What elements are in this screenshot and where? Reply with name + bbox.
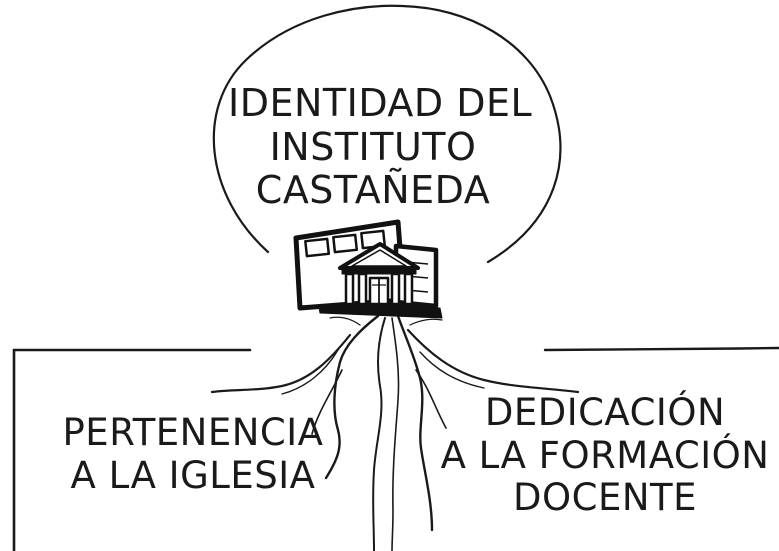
roots: [210, 314, 580, 551]
left-root-label-line-2: A LA IGLESIA: [70, 453, 316, 497]
ground-line-right: [543, 346, 779, 352]
right-root-label: DEDICACIÓN A LA FORMACIÓN DOCENTE: [440, 391, 770, 520]
school-building-icon: [293, 219, 443, 319]
right-root-label-line-2: A LA FORMACIÓN: [440, 433, 770, 477]
crown-outline: [212, 4, 562, 264]
left-root-label-line-1: PERTENENCIA: [62, 411, 324, 454]
crown-label-line-2: INSTITUTO: [269, 124, 477, 169]
crown-label-line-3: CASTAÑEDA: [255, 168, 491, 213]
right-root-label-line-1: DEDICACIÓN: [484, 391, 726, 434]
ground-line: [12, 348, 252, 551]
crown-label-line-1: IDENTIDAD DEL: [228, 81, 533, 125]
crown-label: IDENTIDAD DEL INSTITUTO CASTAÑEDA: [228, 81, 533, 213]
right-root-label-line-3: DOCENTE: [513, 476, 697, 520]
left-root-label: PERTENENCIA A LA IGLESIA: [58, 411, 328, 497]
